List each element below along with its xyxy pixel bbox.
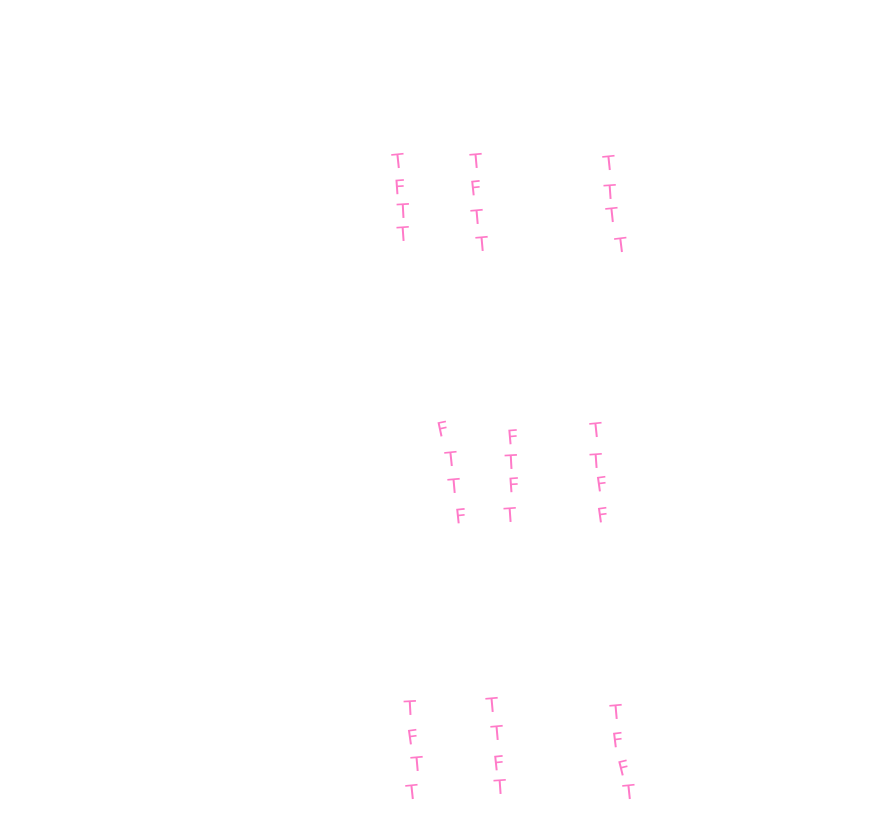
- group3-col3-row4-letter: T: [621, 779, 637, 805]
- group2-col2-row2-letter: T: [504, 449, 518, 475]
- group3-col3-row3-letter: F: [615, 754, 633, 782]
- group1-col2-row1-letter: T: [468, 148, 484, 174]
- group2-col2-row1-letter: F: [505, 424, 520, 450]
- group2-col2-row4-letter: T: [503, 502, 518, 528]
- group1-col3-row2-letter: T: [603, 179, 618, 205]
- group1-col1-row2-letter: F: [393, 174, 407, 200]
- group1-col3-row3-letter: T: [604, 202, 620, 228]
- group3-col2-row4-letter: T: [493, 774, 508, 800]
- group1-col2-row2-letter: F: [468, 175, 483, 201]
- group2-col3-row2-letter: T: [589, 448, 604, 474]
- group3-col2-row3-letter: F: [491, 750, 506, 776]
- group2-col2-row3-letter: F: [507, 472, 521, 498]
- group1-col1-row3-letter: T: [396, 198, 410, 224]
- group3-col1-row4-letter: T: [404, 779, 420, 805]
- group2-col1-row3-letter: T: [446, 473, 462, 499]
- group2-col3-row3-letter: F: [594, 471, 610, 497]
- group1-col1-row1-letter: T: [390, 148, 406, 174]
- group2-col3-row4-letter: F: [595, 502, 611, 528]
- group3-col1-row1-letter: T: [403, 695, 417, 721]
- group2-col1-row4-letter: F: [453, 503, 468, 529]
- group3-col2-row2-letter: T: [489, 720, 505, 746]
- group3-col1-row3-letter: T: [409, 751, 425, 777]
- group3-col3-row2-letter: F: [610, 727, 625, 753]
- group1-col1-row4-letter: T: [396, 221, 411, 247]
- group2-col1-row1-letter: F: [434, 416, 451, 442]
- group2-col3-row1-letter: T: [588, 417, 604, 443]
- group3-col2-row1-letter: T: [484, 692, 500, 718]
- group3-col3-row1-letter: T: [608, 699, 624, 725]
- group3-col1-row2-letter: F: [405, 724, 421, 750]
- group1-col3-row4-letter: T: [613, 232, 629, 258]
- group1-col2-row4-letter: T: [474, 231, 490, 257]
- group1-col3-row1-letter: T: [601, 150, 617, 176]
- group1-col2-row3-letter: T: [469, 204, 485, 230]
- group2-col1-row2-letter: T: [443, 446, 459, 472]
